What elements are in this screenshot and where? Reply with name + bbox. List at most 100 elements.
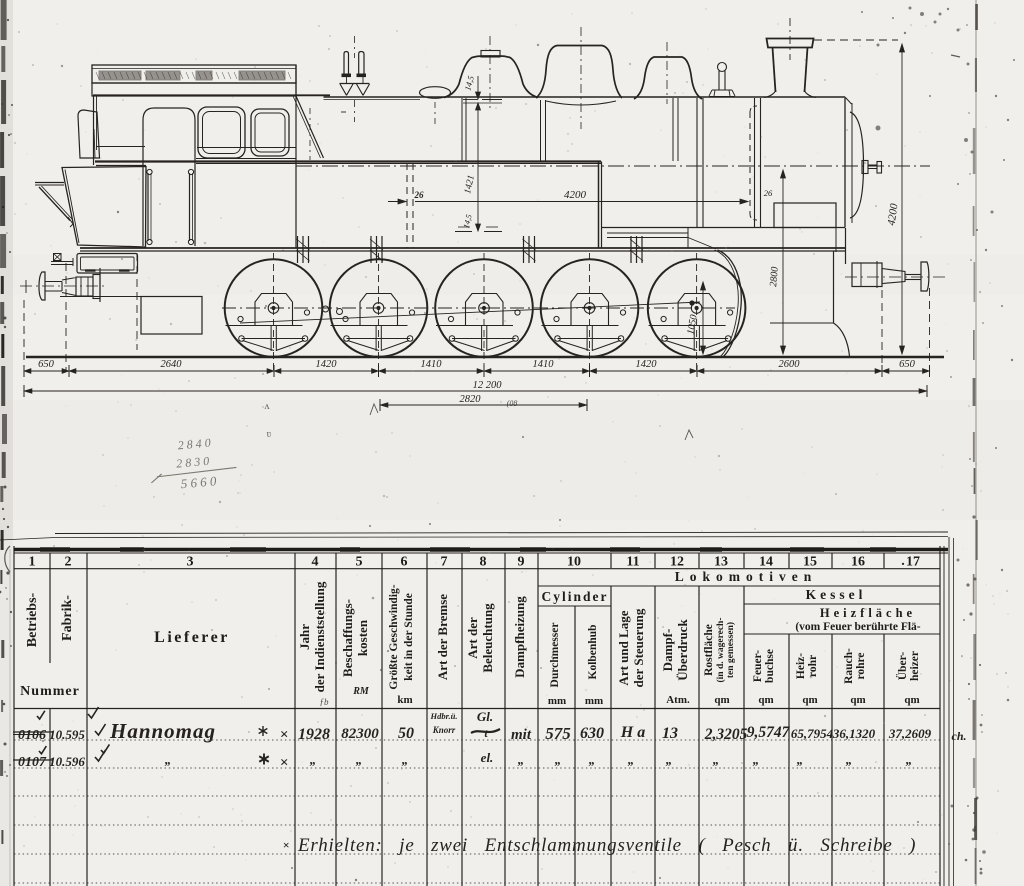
svg-text:0106: 0106	[18, 728, 46, 743]
svg-text:2600: 2600	[779, 359, 801, 370]
svg-text:13: 13	[662, 725, 678, 742]
svg-text:ʋ: ʋ	[267, 429, 272, 440]
svg-text:RM: RM	[352, 686, 370, 697]
svg-text:„: „	[356, 752, 363, 767]
svg-text:Knorr: Knorr	[432, 725, 456, 735]
svg-text:Feuer-: Feuer-	[752, 650, 764, 682]
svg-text:16: 16	[851, 555, 865, 570]
svg-text:„: „	[797, 752, 804, 767]
svg-text:„: „	[713, 752, 720, 767]
svg-text:„: „	[589, 752, 596, 767]
svg-text:0107: 0107	[18, 755, 47, 770]
svg-text:ƒb: ƒb	[320, 697, 330, 707]
svg-text:10: 10	[567, 555, 581, 570]
svg-text:2: 2	[65, 555, 72, 570]
svg-text:Art der: Art der	[465, 617, 480, 659]
svg-text:Dampfheizung: Dampfheizung	[512, 596, 527, 678]
svg-text:Art der Bremse: Art der Bremse	[435, 594, 450, 680]
svg-text:8: 8	[480, 555, 487, 570]
svg-text:×: ×	[283, 838, 290, 852]
svg-text:1: 1	[29, 555, 36, 570]
svg-text:keit in der Stunde: keit in der Stunde	[403, 593, 415, 681]
svg-text:„: „	[310, 752, 317, 767]
svg-text:Heiz-: Heiz-	[795, 653, 807, 679]
svg-text:650: 650	[38, 359, 55, 370]
svg-text:Fabrik-: Fabrik-	[60, 595, 75, 641]
svg-text:„: „	[906, 752, 913, 767]
svg-text:1410: 1410	[533, 359, 555, 370]
svg-text:1050: 1050	[685, 314, 699, 336]
svg-text:Größte Geschwindig-: Größte Geschwindig-	[388, 584, 400, 689]
svg-text:9: 9	[518, 555, 525, 570]
svg-text:Betriebs-: Betriebs-	[25, 592, 40, 647]
svg-text:1928: 1928	[298, 726, 330, 743]
svg-text:14: 14	[759, 555, 773, 570]
svg-text:„: „	[518, 752, 525, 767]
svg-text:Art und Lage: Art und Lage	[616, 610, 631, 685]
svg-text:Beleuchtung: Beleuchtung	[480, 603, 495, 673]
svg-text:rohre: rohre	[855, 652, 867, 679]
svg-text:Gl.: Gl.	[477, 709, 493, 724]
svg-text:Kessel: Kessel	[806, 587, 867, 602]
svg-text:kosten: kosten	[355, 619, 370, 656]
svg-text:Jahr: Jahr	[297, 624, 312, 650]
svg-text:10.595: 10.595	[49, 727, 85, 742]
svg-text:Durchmesser: Durchmesser	[549, 623, 561, 688]
svg-text:650: 650	[899, 359, 916, 370]
svg-text:4: 4	[312, 555, 319, 570]
svg-text:5: 5	[356, 555, 363, 570]
svg-text:Hdbr.ü.: Hdbr.ü.	[430, 711, 458, 721]
svg-text:×: ×	[280, 755, 289, 771]
svg-text:.: .	[901, 554, 905, 569]
svg-text:el.: el.	[481, 750, 494, 765]
svg-text:der Indienststellung: der Indienststellung	[312, 581, 327, 692]
svg-text:2820: 2820	[460, 394, 482, 405]
svg-text:rohr: rohr	[807, 655, 819, 677]
svg-text:H a: H a	[620, 724, 645, 741]
svg-text:12: 12	[670, 555, 684, 570]
svg-text:10.596: 10.596	[49, 754, 85, 769]
svg-text:Überdruck: Überdruck	[675, 619, 690, 681]
svg-text:Lieferer: Lieferer	[154, 629, 230, 646]
svg-text:6: 6	[401, 555, 408, 570]
svg-text:82300: 82300	[341, 726, 379, 742]
svg-text:Dampf-: Dampf-	[660, 629, 675, 672]
svg-text:ten gemessen): ten gemessen)	[725, 622, 736, 678]
svg-text:(vom Feuer berührte Flä-: (vom Feuer berührte Flä-	[795, 621, 920, 633]
svg-text:14,5: 14,5	[462, 75, 476, 92]
svg-text:36,1320: 36,1320	[832, 726, 876, 741]
svg-text:2,3205: 2,3205	[704, 726, 748, 743]
svg-text:2 8 4 0: 2 8 4 0	[177, 436, 211, 453]
svg-text:2 8 3 0: 2 8 3 0	[176, 454, 210, 471]
svg-text:37,2609: 37,2609	[888, 726, 932, 741]
svg-text:Rauch-: Rauch-	[843, 648, 855, 684]
svg-text:km: km	[397, 694, 412, 706]
svg-text:Beschaffungs-: Beschaffungs-	[340, 599, 355, 677]
svg-text:Heizfläche: Heizfläche	[820, 606, 916, 620]
svg-text:26: 26	[414, 190, 425, 200]
svg-text:mm: mm	[585, 695, 603, 707]
svg-text:der Steuerung: der Steuerung	[631, 608, 646, 687]
svg-text:qm: qm	[714, 694, 729, 706]
svg-text:1421: 1421	[463, 174, 477, 195]
svg-text:4200: 4200	[886, 202, 901, 226]
svg-text:1420: 1420	[636, 359, 658, 370]
svg-text:3: 3	[187, 555, 194, 570]
svg-text:ch.: ch.	[952, 729, 967, 743]
svg-text:mit: mit	[511, 727, 532, 743]
svg-text:×: ×	[280, 727, 289, 743]
svg-text:qm: qm	[904, 694, 919, 706]
svg-text:4200: 4200	[564, 189, 587, 201]
svg-text:Lokomotiven: Lokomotiven	[675, 569, 818, 584]
svg-text:heizer: heizer	[909, 651, 921, 681]
svg-text:1420: 1420	[316, 359, 338, 370]
svg-text:14,5: 14,5	[461, 213, 473, 229]
svg-text:buchse: buchse	[764, 649, 776, 683]
svg-text:15: 15	[803, 555, 817, 570]
svg-text:„: „	[753, 752, 760, 767]
svg-text:qm: qm	[850, 694, 865, 706]
svg-text:2800: 2800	[768, 266, 781, 287]
svg-text:(08: (08	[507, 399, 518, 408]
svg-text:t: t	[484, 726, 488, 740]
svg-text:qm: qm	[758, 694, 773, 706]
